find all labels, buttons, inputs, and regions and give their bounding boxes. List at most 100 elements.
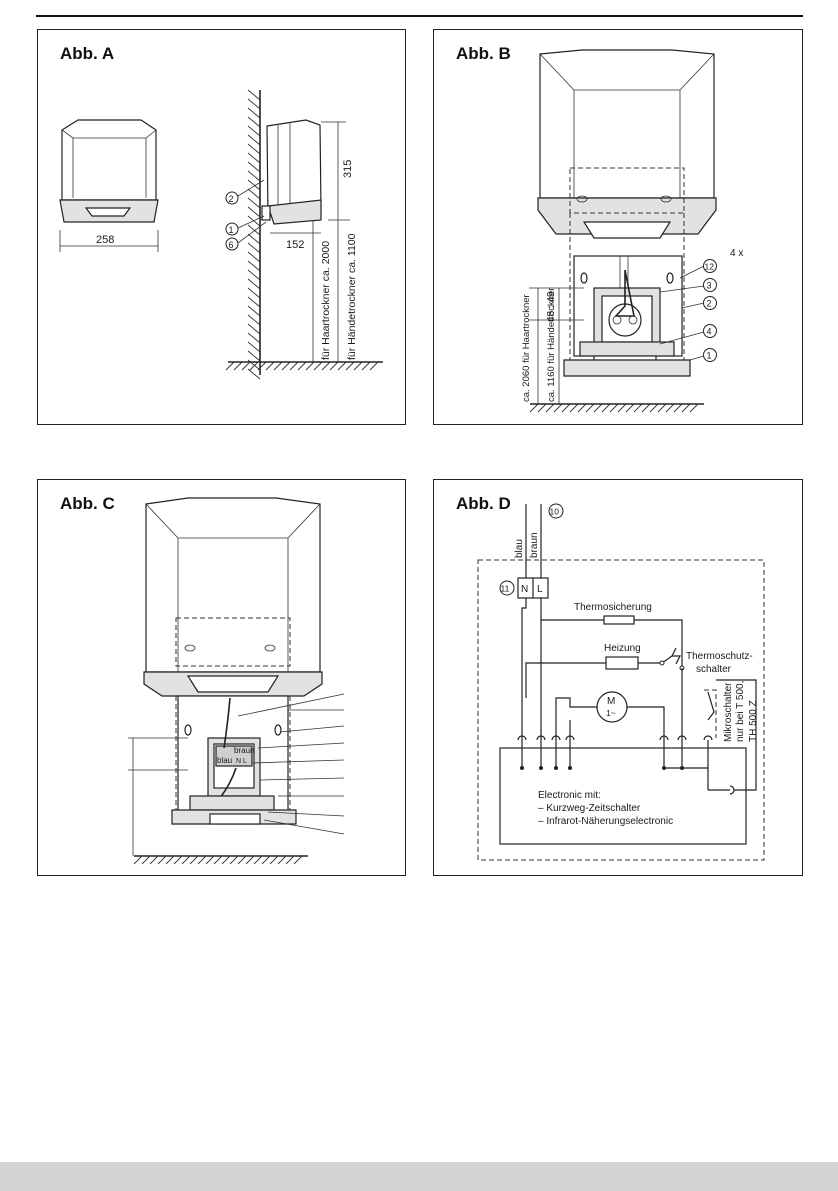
floor-hatch-line [553,403,563,413]
floor-hatch-line [593,403,603,413]
wall-hatch-line [247,179,261,191]
figure-c-title: Abb. C [60,494,115,513]
wall-hatch-line [247,224,261,236]
figure-b-panel: Abb. B [433,29,803,425]
floor-hatch-line [233,361,243,371]
floor-hatch-line [173,855,183,865]
callout-2: 2 [707,299,712,309]
floor-hatch-line [133,855,143,865]
floor-hatch-line [337,361,347,371]
electronic-label-3: – Infrarot-Näherungselectronic [538,816,673,827]
floor-hatch-line [633,403,643,413]
terminal-l-c: L [243,758,247,765]
callout-1: 1 [707,351,712,361]
floor-hatch-line [569,403,579,413]
wall-hatch-line [247,125,261,137]
callout-11: 11 [501,584,510,594]
floor-hatch-line [221,855,231,865]
wire-blue-label: blau [514,539,525,558]
wall-hatch-line [247,368,261,380]
floor-hatch-line [681,403,691,413]
wall-hatch-line [247,305,261,317]
wall-hatch-line [247,170,261,182]
dim-depth-label: 152 [286,239,304,251]
floor-hatch-line [649,403,659,413]
dim-width-label: 258 [96,234,114,246]
wall-hatch-line [247,242,261,254]
floor-hatch-line [241,361,251,371]
wall-hatch-line [247,314,261,326]
floor-hatch-line [673,403,683,413]
microswitch-label-3: TH 500 Z [748,700,759,742]
floor-hatch-line [313,361,323,371]
floor-hatch-line [261,855,271,865]
wall-hatch-line [247,116,261,128]
floor-hatch-line [293,855,303,865]
floor-hatch-line [285,855,295,865]
floor-hatch-line [249,361,259,371]
terminal-l: L [537,584,543,595]
wire-brown-label: braun [234,746,254,755]
floor-hatch-line [281,361,291,371]
floor-hatch-line [625,403,635,413]
heater-element [605,656,639,670]
electronic-label-2: – Kurzweg-Zeitschalter [538,803,641,814]
floor-hatch-line [529,403,539,413]
figure-c-leaders [128,693,345,865]
figure-d-panel: Abb. D blau braun 10 N L 11 Thermosicher… [433,479,803,876]
dryer-housing-c [143,497,323,697]
electronic-module [499,747,747,845]
wire-blue-label: blau [217,756,232,765]
wall-plate-c: braun blau N L [171,695,297,825]
callout-10: 10 [550,507,560,517]
floor-hatch-line [657,403,667,413]
wiring-diagram: blau braun 10 N L 11 Thermosicherung Hei… [477,503,765,861]
floor-hatch-line [545,403,555,413]
floor-hatch-line [537,403,547,413]
note-hand-dryer-height: für Händetrockner ca. 1100 [346,233,358,360]
note-b-hand-dryer: ca. 1160 für Händetrockner [546,288,557,402]
dryer-housing [537,49,717,360]
floor-hatch-line [229,855,239,865]
callout-2: 2 [229,194,234,204]
floor-hatch-line [297,361,307,371]
floor-hatch-line [141,855,151,865]
wall-hatch-line [247,341,261,353]
electronic-label-1: Electronic mit: [538,790,601,801]
floor-hatch-line [345,361,355,371]
floor-hatch-line [237,855,247,865]
note-hair-dryer-height: für Haartrockner ca. 2000 [320,241,332,360]
thermal-switch-label-1: Thermoschutz- [686,651,753,662]
figure-a-title: Abb. A [60,44,115,63]
figure-c-drawing: braun blau N L [128,497,345,865]
thermal-switch-label-2: schalter [696,664,732,675]
callout-4: 4 [707,327,712,337]
wall-hatch-line [247,197,261,209]
floor-hatch-line [189,855,199,865]
wall-hatch-line [247,89,261,101]
floor-hatch-line [585,403,595,413]
callout-6: 6 [229,240,234,250]
top-rule [36,15,803,17]
floor-hatch-line [361,361,371,371]
floor-hatch-line [165,855,175,865]
floor-hatch-line [641,403,651,413]
figure-c-panel: Abb. C braun blau N L [37,479,406,876]
wall-hatch-line [247,206,261,218]
floor-hatch-line [617,403,627,413]
floor-hatch-line [265,361,275,371]
floor-hatch-line [369,361,379,371]
figure-a-drawing: 258 315 152 für Haartrockner ca. 2000 fü… [59,89,383,380]
floor-hatch-line [245,855,255,865]
wall-hatch-line [247,287,261,299]
floor-hatch-line [269,855,279,865]
floor-hatch-line [353,361,363,371]
wall-hatch-line [247,260,261,272]
microswitch-label-1: Mikroschalter [723,682,734,742]
wall-plate [563,255,691,377]
wall-hatch-line [247,332,261,344]
floor-hatch-line [149,855,159,865]
wall-side-view: 315 152 für Haartrockner ca. 2000 für Hä… [225,89,383,380]
count-4x: 4 x [730,248,743,259]
figure-d-title: Abb. D [456,494,511,513]
